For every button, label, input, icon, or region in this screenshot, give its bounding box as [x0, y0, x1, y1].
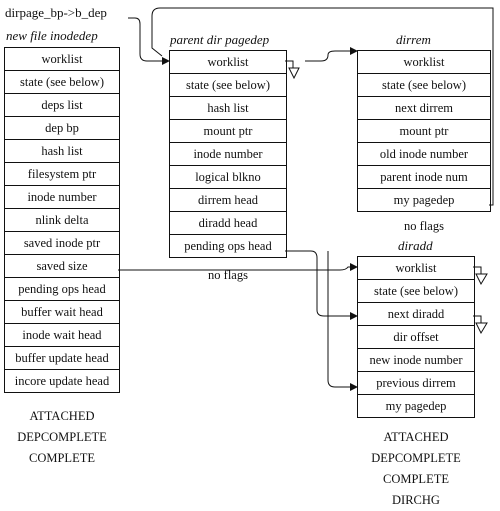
pagedep-field-inode-number: inode number — [170, 143, 286, 166]
inodedep-flags: ATTACHED DEPCOMPLETE COMPLETE — [4, 406, 120, 469]
diradd-flag-complete: COMPLETE — [383, 472, 449, 486]
pagedep-title: parent dir pagedep — [170, 32, 270, 47]
diradd-field-my-pagedep: my pagedep — [385, 399, 447, 413]
diradd-field-previous-dirrem: previous dirrem — [358, 372, 474, 395]
diradd-next-null — [473, 315, 488, 335]
diradd-field-dir-offset: dir offset — [358, 326, 474, 349]
inodedep-field-pending-ops-head: pending ops head — [5, 278, 119, 301]
inodedep-title: new file inodedep — [6, 28, 98, 43]
pagedep-worklist-null — [285, 60, 300, 80]
arrow-diradd-previous-dirrem — [327, 251, 358, 391]
dirrem-flags: no flags — [357, 216, 491, 237]
dirrem-flag-no-flags: no flags — [404, 219, 444, 233]
inodedep-field-inode-number: inode number — [5, 186, 119, 209]
pagedep-field-mount-ptr: mount ptr — [170, 120, 286, 143]
inodedep-field-state-see-below: state (see below) — [5, 71, 119, 94]
pagedep-flag-no-flags: no flags — [208, 268, 248, 282]
diradd-worklist-null — [473, 266, 488, 286]
diradd-flag-depcomplete: DEPCOMPLETE — [371, 451, 461, 465]
inodedep-field-nlink-delta: nlink delta — [5, 209, 119, 232]
pagedep-field-pending-ops-head: pending ops head — [184, 239, 272, 253]
dirrem-field-mount-ptr: mount ptr — [358, 120, 490, 143]
pagedep-field-worklist: worklist — [170, 51, 286, 74]
dirrem-field-worklist: worklist — [358, 51, 490, 74]
dirrem-field-parent-inode-num: parent inode num — [358, 166, 490, 189]
inodedep-field-buffer-update-head: buffer update head — [5, 347, 119, 370]
inodedep-field-incore-update-head: incore update head — [14, 374, 110, 388]
pagedep-flags: no flags — [169, 265, 287, 286]
inodedep-field-worklist: worklist — [5, 48, 119, 71]
diradd-flags: ATTACHED DEPCOMPLETE COMPLETE DIRCHG — [357, 427, 475, 511]
inodedep-field-dep-bp: dep bp — [5, 117, 119, 140]
dirrem-title: dirrem — [396, 32, 431, 47]
diradd-title: diradd — [398, 238, 433, 253]
diradd-field-worklist: worklist — [358, 257, 474, 280]
pagedep-field-state-see-below: state (see below) — [170, 74, 286, 97]
inodedep-field-saved-inode-ptr: saved inode ptr — [5, 232, 119, 255]
arrow-pagedep-to-dirrem — [305, 47, 358, 62]
inodedep-flag-depcomplete: DEPCOMPLETE — [17, 430, 107, 444]
pagedep-field-diradd-head: diradd head — [170, 212, 286, 235]
diradd-field-new-inode-number: new inode number — [358, 349, 474, 372]
inodedep-flag-complete: COMPLETE — [29, 451, 95, 465]
dirrem-field-state-see-below: state (see below) — [358, 74, 490, 97]
pagedep-field-logical-blkno: logical blkno — [170, 166, 286, 189]
diradd-flag-dirchg: DIRCHG — [392, 493, 440, 507]
dirrem-field-my-pagedep: my pagedep — [393, 193, 455, 207]
pagedep-field-hash-list: hash list — [170, 97, 286, 120]
inodedep-field-buffer-wait-head: buffer wait head — [5, 301, 119, 324]
inodedep-field-saved-size: saved size — [5, 255, 119, 278]
inodedep-field-hash-list: hash list — [5, 140, 119, 163]
inodedep-field-deps-list: deps list — [5, 94, 119, 117]
diradd-flag-attached: ATTACHED — [383, 430, 449, 444]
diradd-field-next-diradd: next diradd — [358, 303, 474, 326]
dirrem-field-next-dirrem: next dirrem — [358, 97, 490, 120]
diradd-field-state-see-below: state (see below) — [358, 280, 474, 303]
dirrem-field-old-inode-number: old inode number — [358, 143, 490, 166]
pagedep-field-dirrem-head: dirrem head — [170, 189, 286, 212]
inodedep-field-inode-wait-head: inode wait head — [5, 324, 119, 347]
inodedep-field-filesystem-ptr: filesystem ptr — [5, 163, 119, 186]
arrow-pagedep-to-diradd — [285, 250, 358, 320]
inodedep-flag-attached: ATTACHED — [29, 409, 95, 423]
dirpage-bp-label: dirpage_bp->b_dep — [5, 5, 107, 20]
arrow-dirpage-to-pagedep — [128, 17, 170, 65]
